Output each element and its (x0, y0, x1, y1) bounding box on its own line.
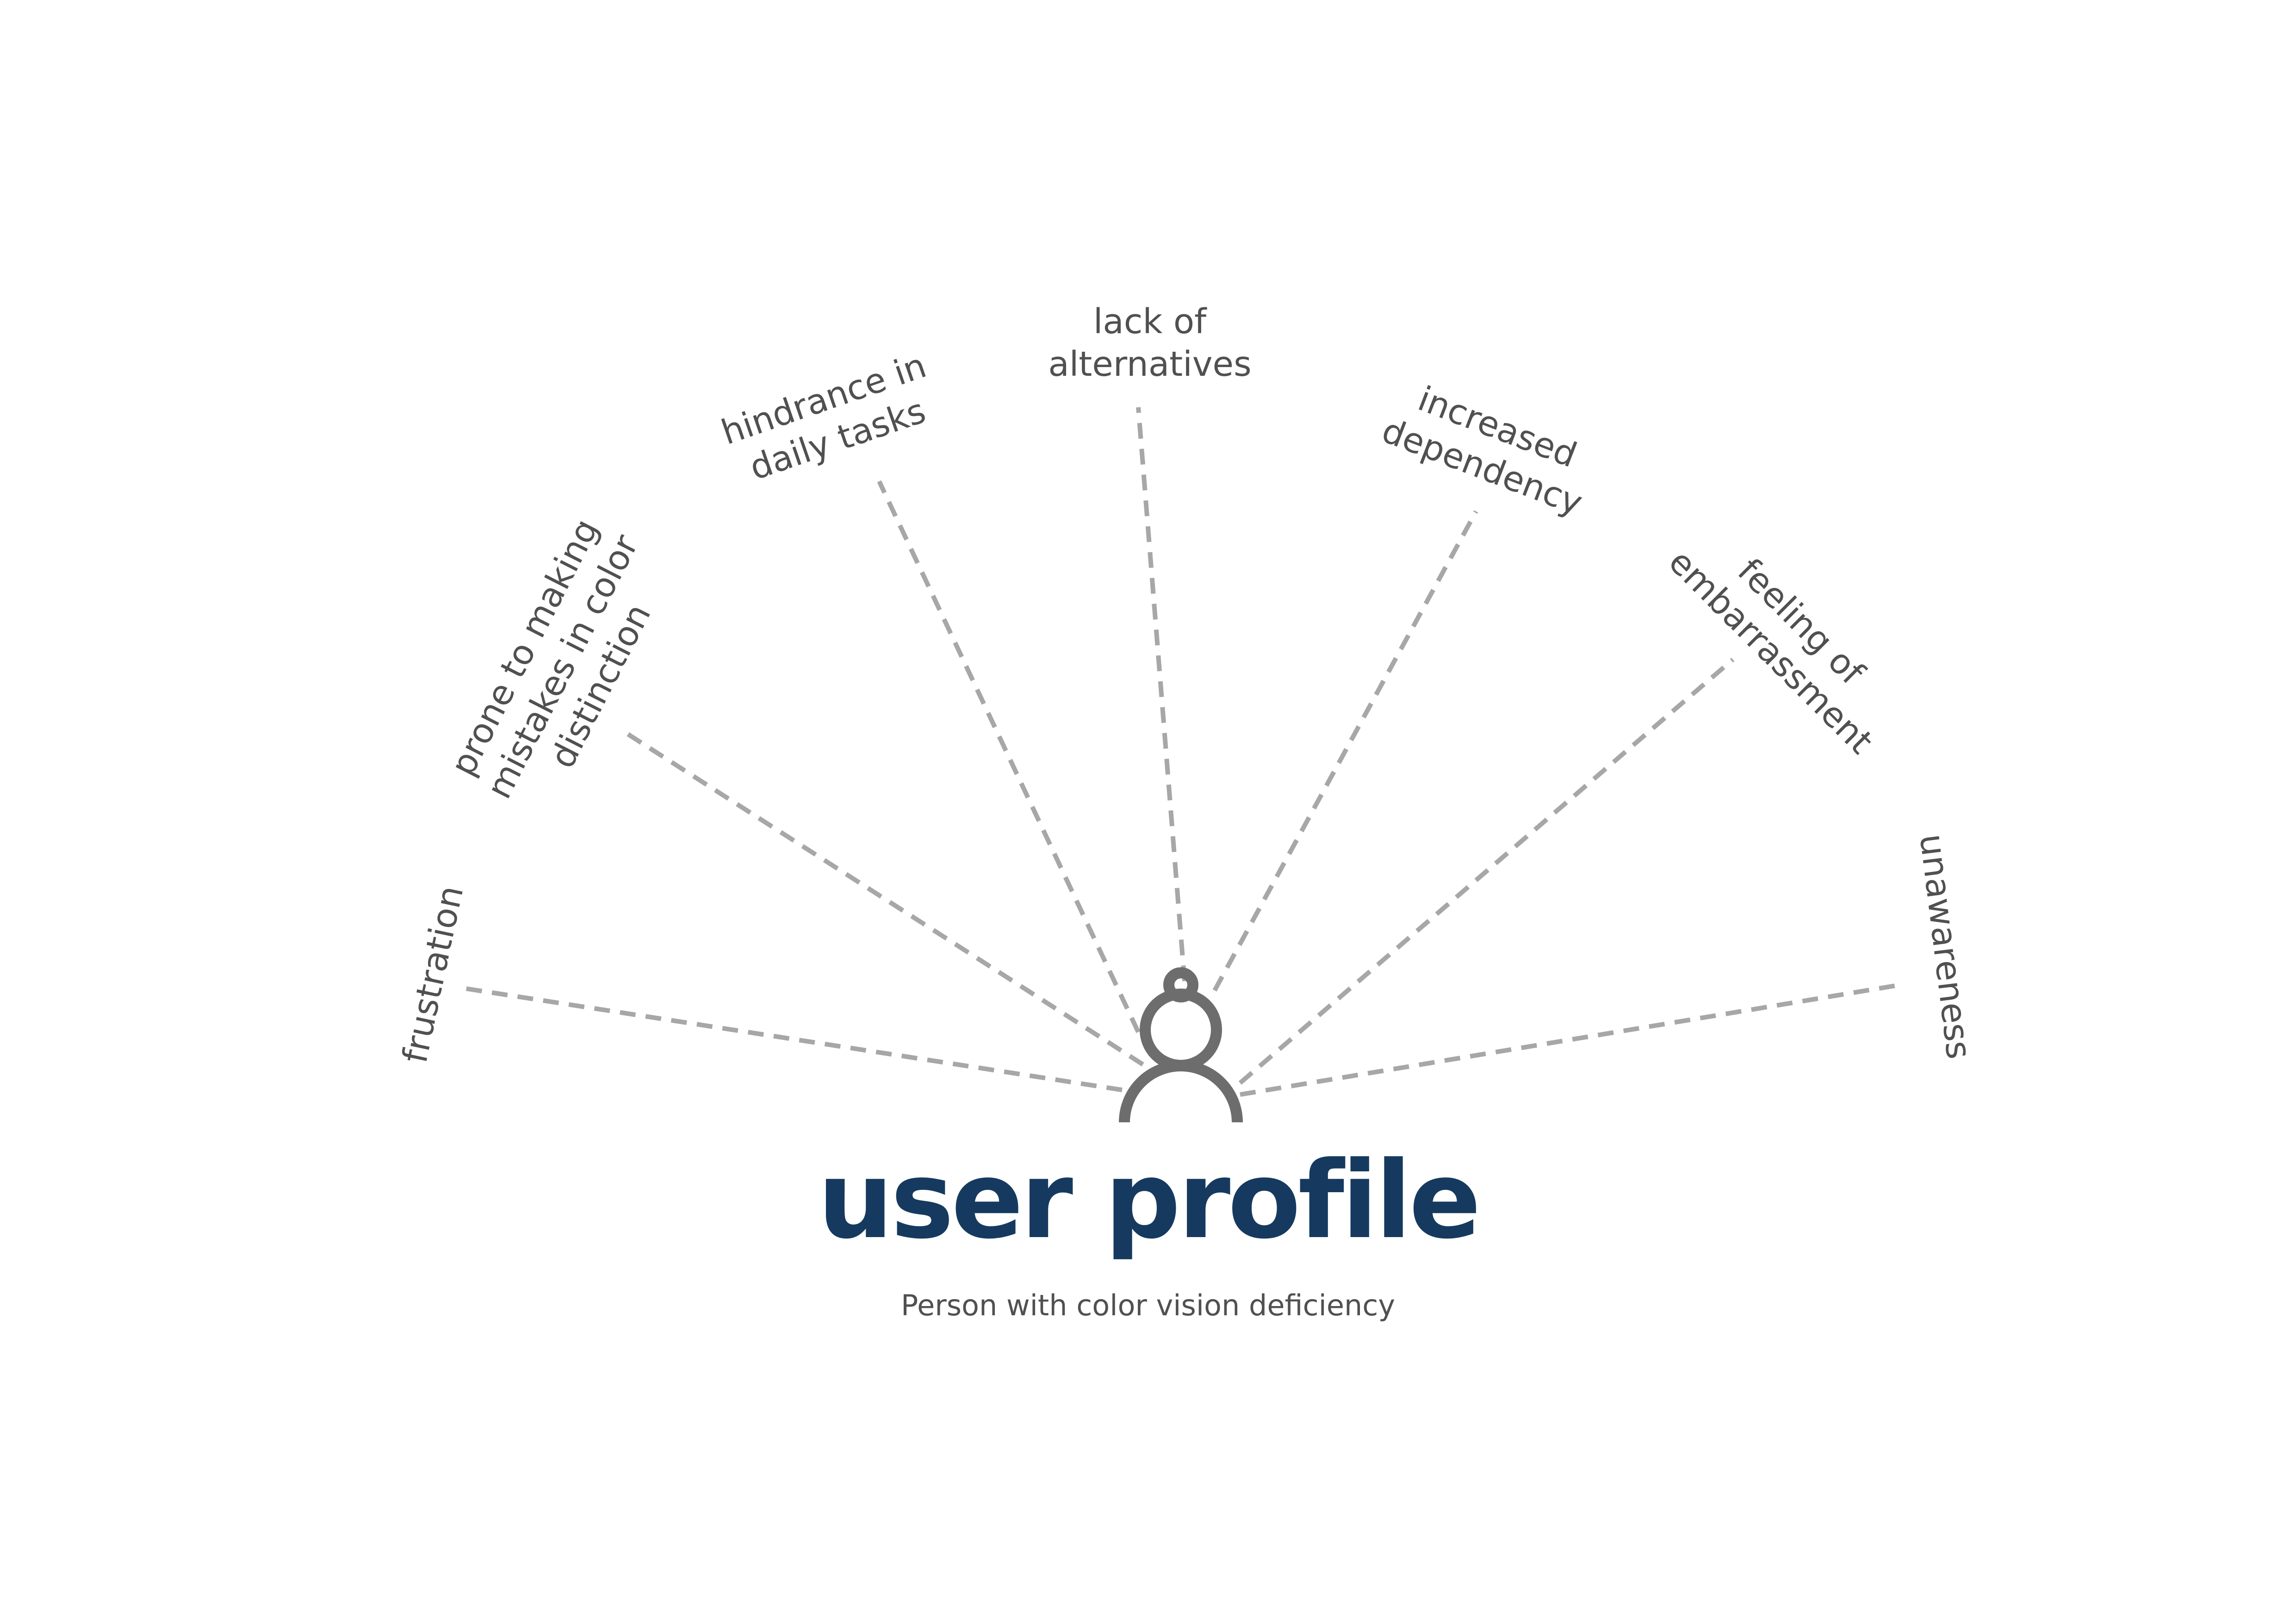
spoke-label-line: frustration (395, 882, 472, 1066)
spoke-label-line: unawareness (1912, 832, 1979, 1061)
spoke-label-line: alternatives (1048, 344, 1251, 384)
spoke-label: prone to makingmistakes in colordistinct… (441, 509, 684, 824)
spoke-line (626, 731, 1144, 1067)
spoke-line (1212, 510, 1478, 992)
page-title: user profile (818, 1139, 1481, 1263)
spoke-label-line: lack of (1093, 302, 1207, 342)
spoke-label: frustration (395, 882, 472, 1066)
spoke-label: feeling ofembarrassment (1661, 512, 1911, 762)
spokes (462, 407, 1895, 1097)
page-subtitle: Person with color vision deficiency (900, 1288, 1396, 1322)
spoke-line (1136, 407, 1187, 982)
spoke-line (877, 480, 1141, 1033)
spoke-labels: frustration prone to makingmistakes in co… (395, 302, 1979, 1066)
person-icon (1119, 967, 1243, 1123)
spoke-line (1238, 658, 1735, 1085)
spoke-line (1240, 983, 1895, 1097)
spoke-line (462, 986, 1123, 1092)
spoke-label: increaseddependency (1377, 371, 1603, 523)
spoke-label: hindrance indaily tasks (716, 346, 945, 493)
spoke-label: unawareness (1912, 832, 1979, 1061)
